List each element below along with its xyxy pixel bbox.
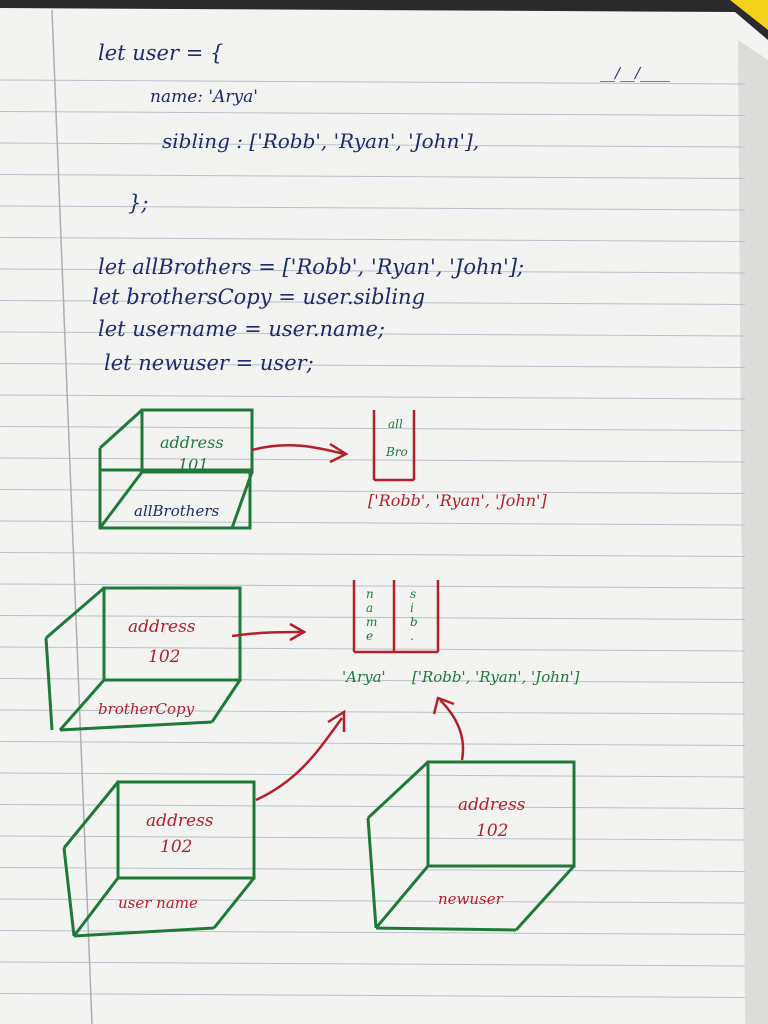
- memory-value-sibling: ['Robb', 'Ryan', 'John']: [412, 668, 580, 686]
- box-address-number: 102: [160, 837, 192, 857]
- box-address-number: 101: [178, 455, 209, 474]
- yellow-object: [730, 0, 768, 30]
- ruled-line: [0, 741, 746, 746]
- page-edge-stack: [738, 40, 768, 1024]
- cell-letter: m: [366, 615, 377, 629]
- ruled-line: [0, 363, 746, 368]
- pointer-arrow: [255, 717, 344, 802]
- ruled-line: [0, 961, 746, 967]
- variable-box-username: [62, 780, 256, 938]
- pointer-arrow: [251, 444, 345, 456]
- box-address-word: address: [458, 795, 526, 815]
- date-placeholder: __/__/____: [600, 64, 671, 82]
- code-line: let user = {: [98, 41, 223, 65]
- pointer-arrow: [439, 699, 465, 761]
- ruled-line: [0, 237, 746, 242]
- ruled-line: [0, 205, 746, 211]
- cell-letter: a: [366, 601, 373, 615]
- ruled-line: [0, 615, 746, 620]
- ruled-lines: [0, 79, 746, 998]
- notebook-page: [0, 8, 768, 1024]
- pointer-arrow: [231, 630, 303, 638]
- box-address-number: 102: [476, 821, 508, 841]
- memory-value: ['Robb', 'Ryan', 'John']: [368, 491, 547, 510]
- ruled-line: [0, 930, 746, 935]
- margin-line: [51, 9, 93, 1024]
- ruled-line: [0, 804, 746, 809]
- arrow-head: [329, 442, 349, 464]
- box-address-number: 102: [148, 647, 180, 667]
- memory-cell-letters: n a m e s i b .: [366, 587, 418, 643]
- cell-letter: b: [410, 615, 418, 629]
- box-label: user name: [118, 894, 198, 912]
- variable-box-allbrothers: [98, 408, 254, 530]
- ruled-line: [0, 174, 746, 179]
- code-line: let allBrothers = ['Robb', 'Ryan', 'John…: [98, 255, 524, 279]
- code-block: let user = { name: 'Arya' sibling : ['Ro…: [92, 41, 524, 375]
- ruled-line: [0, 993, 746, 998]
- memory-cell-bottom: [352, 580, 440, 654]
- ruled-line: [0, 646, 746, 652]
- ruled-line: [0, 142, 746, 148]
- ruled-line: [0, 268, 746, 274]
- code-line: sibling : ['Robb', 'Ryan', 'John'],: [162, 129, 479, 153]
- memory-cell-text: Bro: [385, 445, 408, 459]
- box-label: newuser: [438, 890, 504, 908]
- ruled-line: [0, 898, 746, 904]
- box-address-word: address: [128, 617, 196, 637]
- ruled-line: [0, 835, 746, 841]
- ruled-line: [0, 331, 746, 337]
- arrow-head: [289, 622, 307, 642]
- arrow-head: [327, 709, 346, 732]
- box-address-word: address: [146, 811, 214, 831]
- ruled-line: [0, 583, 746, 589]
- ruled-line: [0, 552, 746, 557]
- code-line: let brothersCopy = user.sibling: [92, 285, 425, 309]
- ruled-line: [0, 709, 746, 715]
- ruled-line: [0, 79, 746, 85]
- ruled-line: [0, 489, 746, 494]
- cell-letter: e: [366, 629, 373, 643]
- code-line: name: 'Arya': [150, 87, 258, 107]
- variable-box-newuser: [366, 760, 576, 932]
- box-address-word: address: [160, 433, 224, 452]
- ruled-line: [0, 520, 746, 526]
- box-label: brotherCopy: [98, 700, 195, 718]
- code-line: let newuser = user;: [104, 351, 314, 375]
- ruled-line: [0, 772, 746, 778]
- memory-value-name: 'Arya': [342, 668, 386, 686]
- code-line: };: [128, 191, 148, 215]
- ruled-line: [0, 394, 746, 400]
- cell-letter: i: [410, 601, 414, 615]
- memory-cell-top: [372, 410, 416, 482]
- ruled-line: [0, 457, 746, 463]
- ruled-line: [0, 300, 746, 305]
- cell-letter: s: [410, 587, 416, 601]
- memory-cell-text: all: [388, 417, 403, 431]
- cell-letter: .: [410, 629, 414, 643]
- cell-letter: n: [366, 587, 374, 601]
- ruled-line: [0, 111, 746, 116]
- arrow-head: [432, 696, 455, 715]
- box-label: allBrothers: [134, 502, 219, 520]
- code-line: let username = user.name;: [98, 317, 385, 341]
